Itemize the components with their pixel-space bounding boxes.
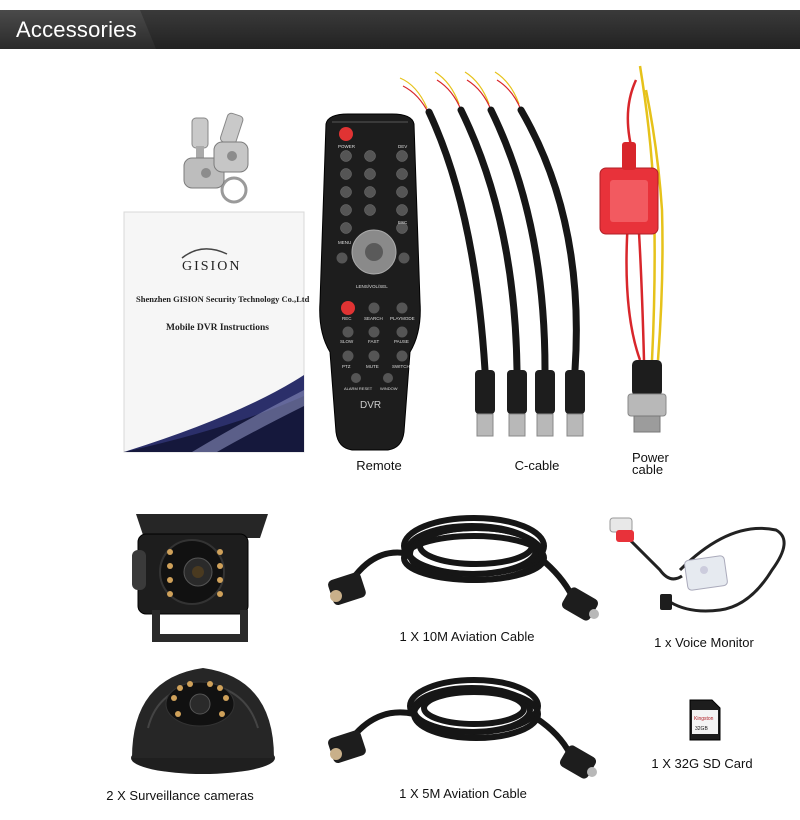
c-cable-caption: C-cable — [514, 458, 560, 473]
header-tab — [0, 10, 156, 49]
remote-fast-label: FAST — [368, 339, 380, 344]
page-title: Accessories — [16, 17, 137, 42]
remote-playmode-label: PLAYMODE — [390, 316, 415, 321]
remote-power-label: POWER — [338, 144, 356, 149]
voice-monitor-image — [609, 517, 786, 613]
remote-switch-label: SWITCH — [392, 364, 410, 369]
remote-ptz-label: PTZ — [342, 364, 351, 369]
dome-camera-image — [131, 668, 275, 774]
sd-card-brand: Kingston — [694, 716, 714, 722]
aviation-cable-5m-image — [328, 677, 597, 779]
remote-search-label: SEARCH — [364, 316, 383, 321]
power-cable-caption: Power cable — [632, 450, 669, 477]
remote-rec-label: REC — [342, 316, 352, 321]
remote-dev-label: DEV — [398, 144, 407, 149]
aviation-10m-caption: 1 X 10M Aviation Cable — [399, 629, 535, 644]
remote-menu-label: MENU — [338, 240, 351, 245]
aviation-5m-caption: 1 X 5M Aviation Cable — [399, 786, 527, 801]
remote-alarm-label: ALARM RESET — [344, 386, 373, 391]
cameras-caption: 2 X Surveillance cameras — [106, 788, 254, 803]
remote-image: POWER DEV MENU ESC LENS/VOL/SEL REC SEAR… — [319, 113, 421, 451]
sd-card-image: Kingston 32GB — [689, 699, 721, 741]
c-cable-image — [399, 71, 585, 437]
remote-window-label: WINDOW — [380, 386, 398, 391]
manual-title: Mobile DVR Instructions — [166, 323, 269, 333]
remote-pause-label: PAUSE — [394, 339, 409, 344]
keys-image — [183, 112, 249, 204]
remote-esc-label: ESC — [398, 220, 408, 225]
power-cable-caption-line1: Power — [632, 450, 669, 465]
remote-mute-label: MUTE — [366, 364, 379, 369]
power-cable-image — [599, 65, 667, 433]
sd-card-capacity: 32GB — [695, 726, 708, 732]
remote-dvr-label: DVR — [360, 400, 381, 411]
power-cable-caption-line2: cable — [632, 462, 664, 477]
manual-brand: GISION — [182, 259, 241, 274]
aviation-cable-10m-image — [328, 515, 599, 621]
remote-slow-label: SLOW — [340, 339, 354, 344]
remote-caption: Remote — [356, 458, 402, 473]
sd-card-caption: 1 X 32G SD Card — [651, 756, 753, 771]
box-camera-image — [132, 514, 268, 642]
manual-image: GISION Shenzhen GISION Security Technolo… — [123, 211, 310, 453]
manual-company: Shenzhen GISION Security Technology Co.,… — [136, 294, 310, 304]
remote-lens-label: LENS/VOL/SEL — [356, 284, 388, 289]
voice-monitor-caption: 1 x Voice Monitor — [654, 635, 754, 650]
